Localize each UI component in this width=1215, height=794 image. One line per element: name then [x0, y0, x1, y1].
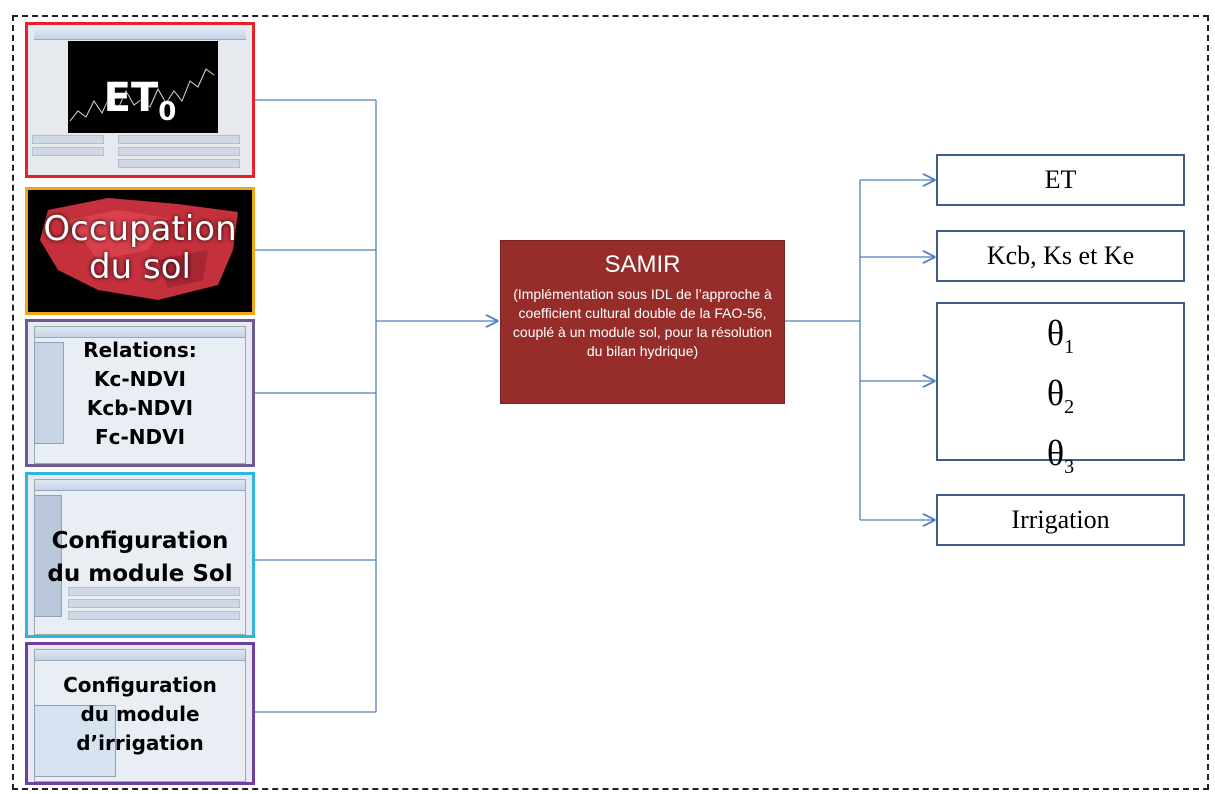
sol-label: Configuration du module Sol	[47, 528, 233, 587]
output-et-box: ET	[936, 154, 1185, 206]
output-coefficients-label: Kcb, Ks et Ke	[986, 241, 1135, 270]
et0-plot-thumbnail	[68, 41, 218, 133]
side-panel	[34, 495, 62, 617]
samir-description: (Implémentation sous IDL de l’approche à…	[512, 286, 773, 359]
irrigation-label: Configuration du module d’irrigation	[63, 673, 217, 755]
land-cover-map-thumbnail	[40, 198, 238, 300]
theta-3: θ3	[1046, 433, 1075, 479]
et0-tile: ET0	[25, 22, 255, 178]
output-irrigation-box: Irrigation	[936, 494, 1185, 546]
theta-2: θ2	[1046, 373, 1075, 419]
samir-title: SAMIR	[604, 251, 681, 278]
et0-label: ET0	[103, 75, 177, 127]
output-theta-box: θ1 θ2 θ3	[936, 302, 1185, 479]
output-et-label: ET	[1044, 165, 1077, 194]
output-coefficients-box: Kcb, Ks et Ke	[936, 230, 1185, 282]
relations-tile: Relations: Kc-NDVI Kcb-NDVI Fc-NDVI	[25, 319, 255, 467]
irrigation-tile: Configuration du module d’irrigation	[25, 642, 255, 785]
occupation-tile: Occupation du sol	[25, 187, 255, 315]
window-titlebar	[34, 29, 246, 40]
output-irrigation-label: Irrigation	[1011, 505, 1110, 534]
occupation-label: Occupation du sol	[43, 209, 237, 287]
side-panel	[34, 342, 64, 444]
sol-tile: Configuration du module Sol	[25, 472, 255, 638]
relations-label: Relations: Kc-NDVI Kcb-NDVI Fc-NDVI	[83, 338, 197, 449]
samir-box: SAMIR (Implémentation sous IDL de l’appr…	[500, 240, 785, 404]
theta-1: θ1	[1046, 313, 1075, 359]
list-panel	[34, 705, 116, 777]
dashed-frame	[12, 15, 1209, 790]
